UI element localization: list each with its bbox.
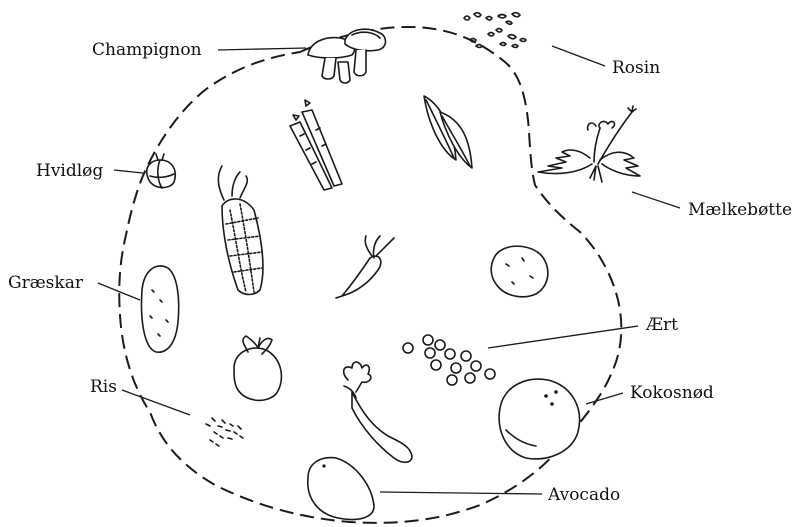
leader-aert: [488, 326, 638, 348]
asparagus-icon: [290, 100, 342, 190]
label-maelkebotte: Mælkebøtte: [688, 200, 792, 220]
label-rosin: Rosin: [612, 58, 660, 78]
potato-icon: [491, 246, 548, 297]
label-avocado: Avocado: [548, 485, 620, 505]
leader-kokosnod: [586, 393, 623, 404]
leaves-icon: [424, 96, 472, 168]
mushroom-icon: [308, 29, 385, 83]
root-vegetable-icon: [336, 236, 394, 298]
avocado-icon: [308, 458, 374, 520]
rice-icon: [206, 418, 243, 446]
label-ris: Ris: [90, 377, 117, 397]
label-hvidlog: Hvidløg: [36, 161, 103, 181]
leader-hvidlog: [114, 170, 143, 173]
corn-icon: [218, 166, 263, 295]
coconut-icon: [499, 379, 579, 459]
celery-icon: [344, 362, 412, 462]
tomato-icon: [234, 336, 281, 400]
squash-icon: [142, 266, 179, 352]
leader-ris: [122, 390, 190, 415]
label-champignon: Champignon: [92, 40, 202, 60]
dandelion-icon: [538, 106, 640, 182]
label-kokosnod: Kokosnød: [630, 383, 714, 403]
label-aert: Ært: [646, 315, 678, 335]
leader-avocado: [380, 492, 542, 494]
leader-rosin: [552, 46, 605, 66]
label-graeskar: Græskar: [8, 273, 83, 293]
raisins-icon: [464, 13, 526, 48]
leader-maelkebotte: [632, 192, 680, 208]
peas-icon: [403, 335, 495, 385]
leader-champignon: [218, 48, 306, 50]
